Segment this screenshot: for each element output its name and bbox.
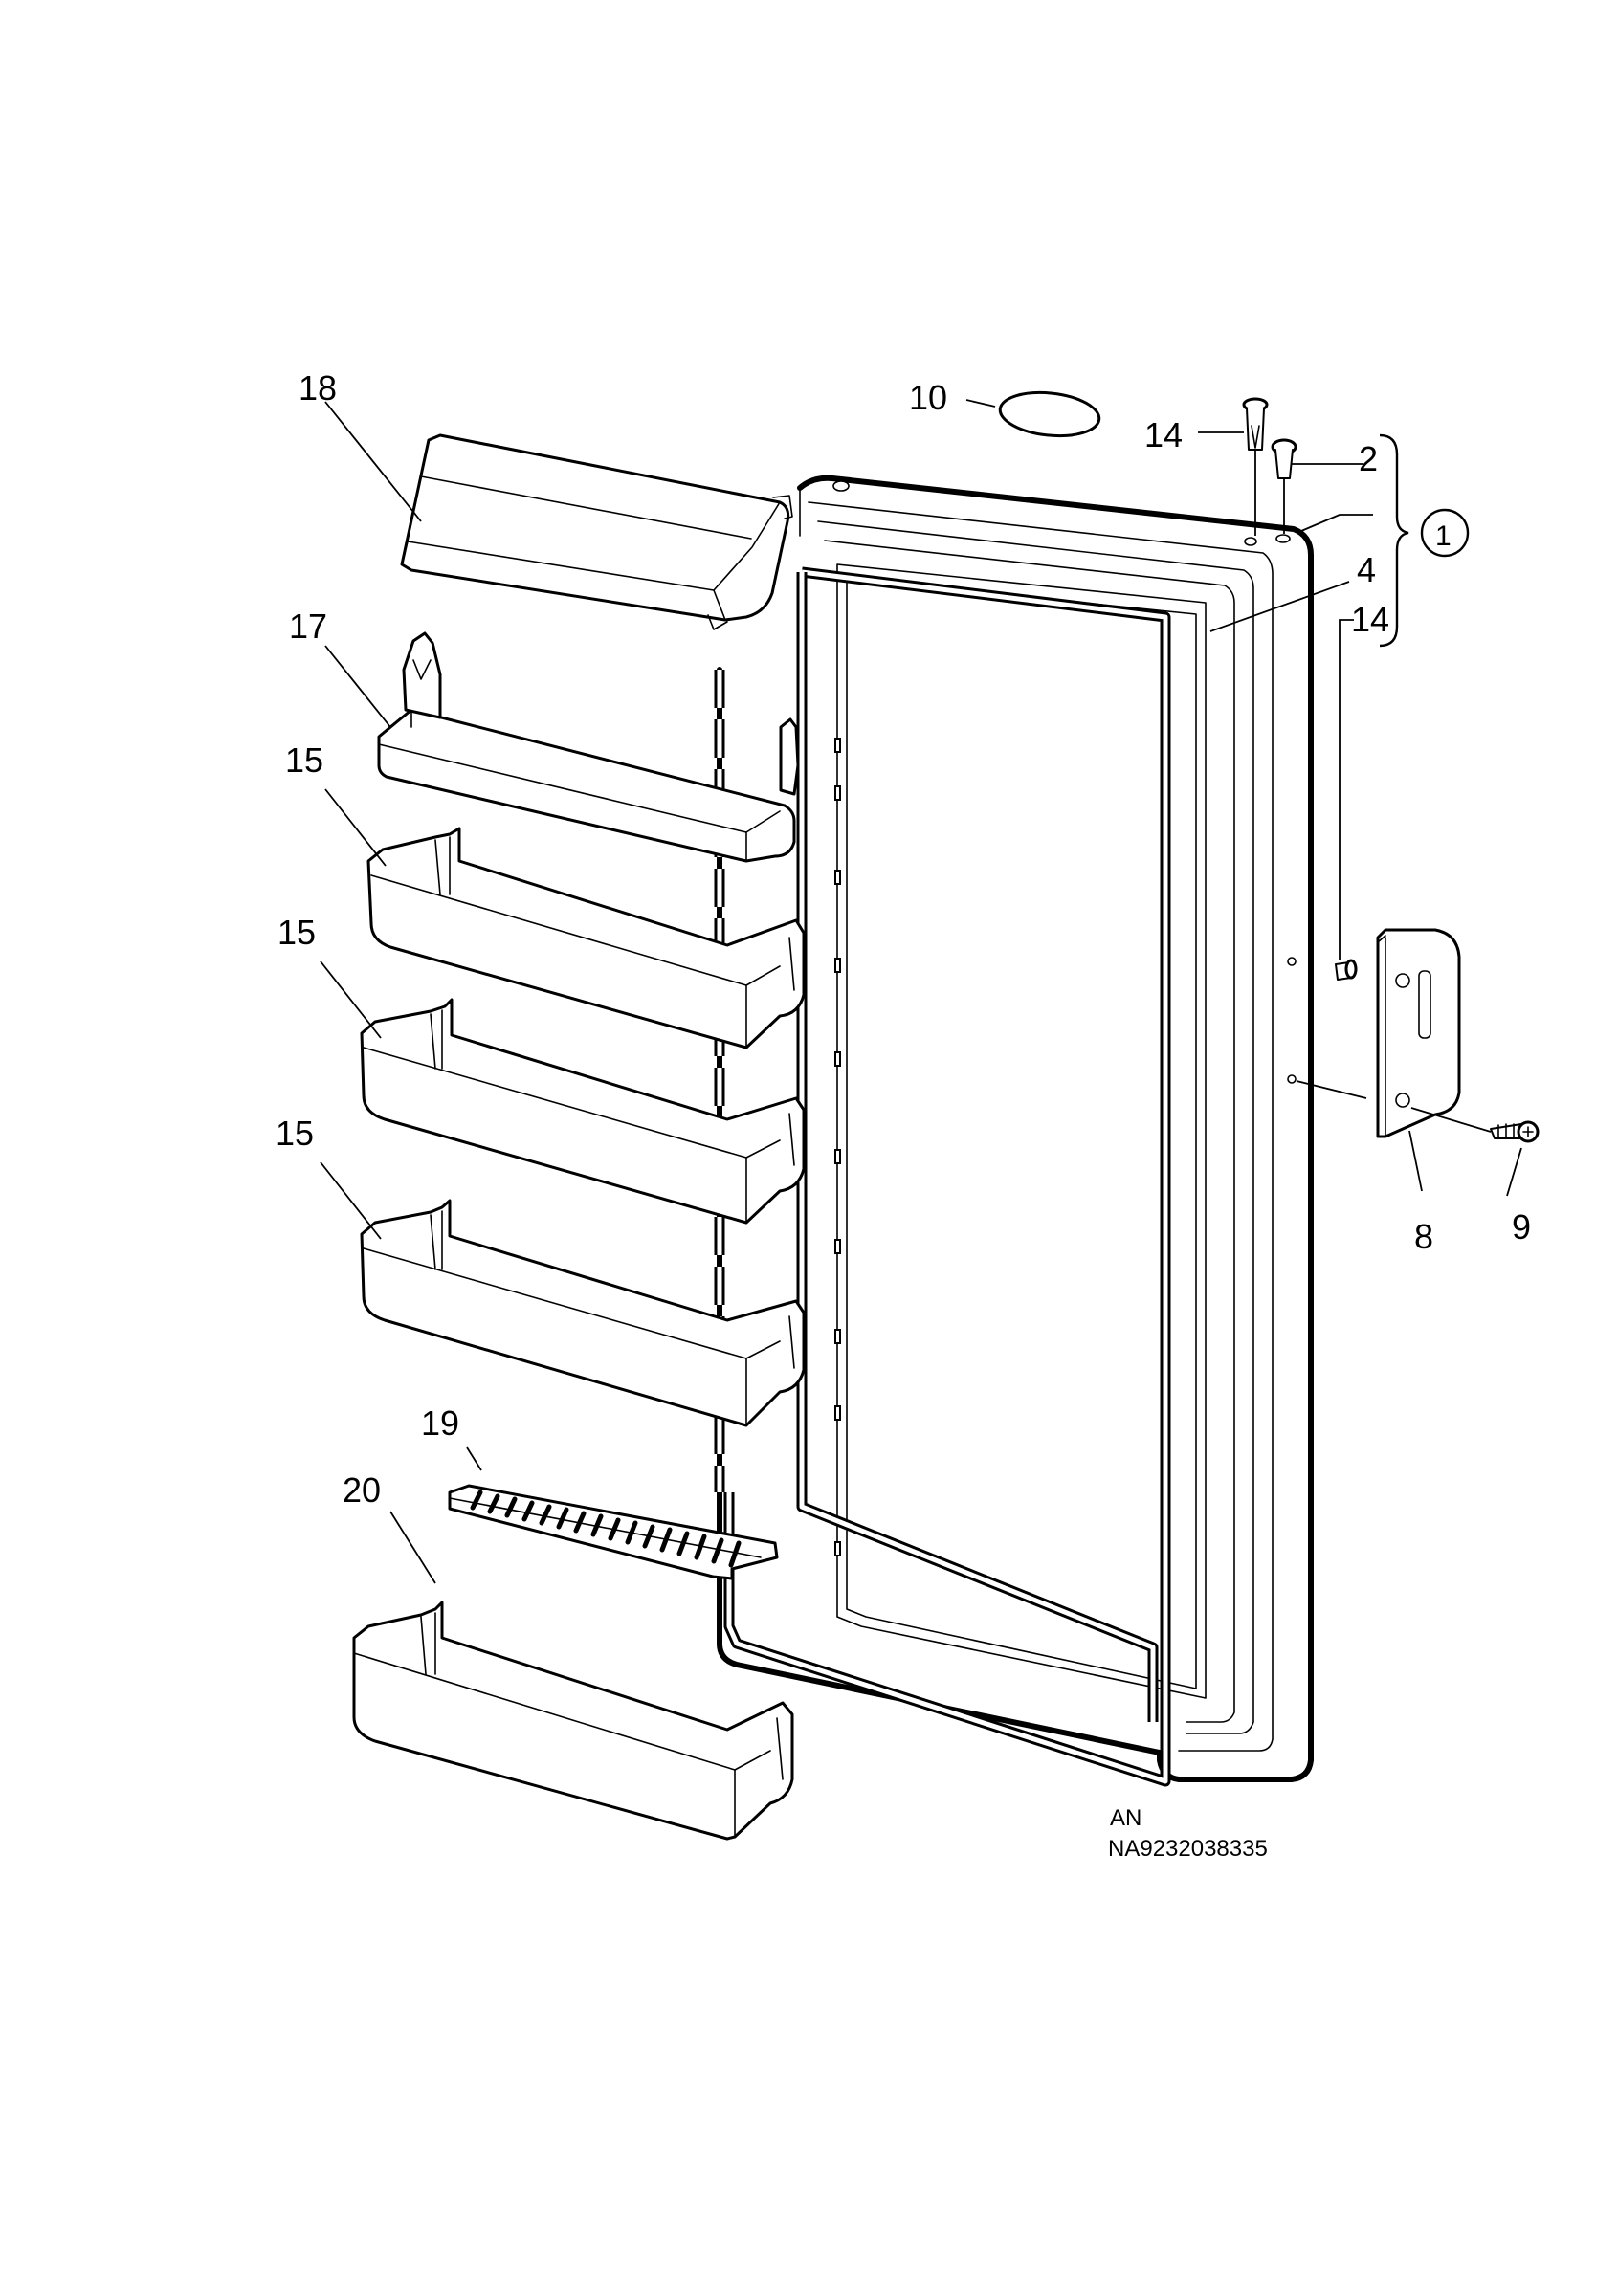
part-8-handle (1376, 928, 1461, 1138)
callout-15-c: 15 (276, 1114, 314, 1153)
part-14-side-pin (1335, 959, 1358, 981)
callout-10: 10 (909, 378, 947, 417)
callout-15-b: 15 (277, 913, 316, 952)
callout-2: 2 (1359, 439, 1378, 478)
callout-18: 18 (299, 368, 337, 408)
part-14-hinge-pin (1242, 397, 1269, 451)
callout-9: 9 (1512, 1207, 1531, 1247)
leader-lines (320, 399, 1522, 1584)
part-15-shelf-1 (366, 827, 806, 1049)
part-15-shelf-3 (360, 1199, 806, 1427)
callout-4: 4 (1357, 550, 1376, 589)
door-panel (717, 475, 1314, 1782)
part-18-top-cover (400, 433, 793, 630)
callout-14-side: 14 (1351, 600, 1389, 639)
grille-bars (470, 1490, 742, 1568)
part-2-bolt (1271, 438, 1297, 479)
callout-15-a: 15 (285, 740, 323, 780)
callout-8: 8 (1414, 1217, 1433, 1256)
callouts: 18 17 15 15 15 19 20 10 14 2 1 4 14 8 9 (276, 368, 1531, 1510)
callout-19: 19 (421, 1403, 459, 1443)
part-10-plug (998, 390, 1101, 438)
callout-14-top: 14 (1144, 415, 1183, 454)
callout-1: 1 (1435, 520, 1452, 552)
callout-20: 20 (343, 1470, 381, 1510)
part-15-shelf-2 (360, 998, 806, 1225)
part-9-screw (1490, 1120, 1540, 1143)
callout-17: 17 (289, 607, 327, 646)
part-19-grille (448, 1484, 779, 1580)
part-17-top-shelf (377, 631, 800, 863)
variant-code: AN (1110, 1805, 1141, 1831)
part-20-bottom-bin (352, 1601, 794, 1841)
drawing-reference: NA9232038335 (1108, 1836, 1268, 1862)
